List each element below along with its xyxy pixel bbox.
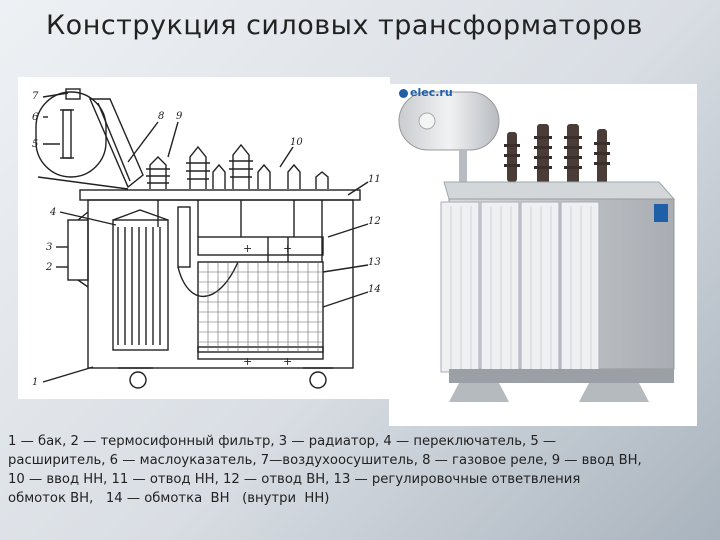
svg-text:+: + bbox=[243, 355, 252, 368]
label-6: 6 bbox=[32, 112, 39, 123]
label-5: 5 bbox=[32, 139, 38, 150]
transformer-photo-svg bbox=[398, 91, 676, 402]
label-14: 14 bbox=[368, 284, 381, 295]
hv-winding-mesh bbox=[197, 261, 324, 353]
legend-caption: 1 — бак, 2 — термосифонный фильтр, 3 — р… bbox=[8, 432, 712, 508]
svg-text:+: + bbox=[283, 242, 292, 255]
caption-line: расширитель, 6 — маслоуказатель, 7—возду… bbox=[8, 453, 642, 468]
photo-radiators bbox=[440, 201, 600, 373]
label-1: 1 bbox=[32, 377, 38, 388]
label-9: 9 bbox=[176, 111, 183, 122]
tank-body bbox=[87, 199, 354, 369]
label-2: 2 bbox=[45, 262, 52, 273]
svg-text:+: + bbox=[283, 355, 292, 368]
caption-line: обмоток ВН, 14 — обмотка ВН (внутри НН) bbox=[8, 491, 330, 506]
schematic-svg: 7 6 5 4 3 2 1 8 9 10 11 12 13 14 + + + + bbox=[32, 88, 381, 389]
caption-line: 10 — ввод НН, 11 — отвод НН, 12 — отвод … bbox=[8, 472, 581, 487]
oil-gauge bbox=[62, 109, 72, 159]
caption-line: 1 — бак, 2 — термосифонный фильтр, 3 — р… bbox=[8, 434, 557, 449]
radiator bbox=[67, 219, 89, 281]
label-8: 8 bbox=[158, 111, 164, 122]
transformer-photo: elec.ru bbox=[389, 84, 697, 426]
transformer-schematic-drawing: 7 6 5 4 3 2 1 8 9 10 11 12 13 14 + + + + bbox=[18, 77, 390, 399]
label-12: 12 bbox=[368, 216, 381, 227]
label-7: 7 bbox=[32, 91, 39, 102]
lv-bushings bbox=[212, 163, 329, 189]
svg-text:+: + bbox=[243, 242, 252, 255]
label-3: 3 bbox=[46, 242, 52, 253]
core-winding bbox=[112, 219, 169, 351]
label-4: 4 bbox=[49, 207, 56, 218]
label-13: 13 bbox=[368, 257, 381, 268]
elec-watermark: elec.ru bbox=[399, 86, 453, 99]
slide-title: Конструкция силовых трансформаторов bbox=[46, 10, 643, 41]
hv-bushings bbox=[146, 143, 253, 189]
photo-bushings bbox=[507, 124, 607, 184]
label-10: 10 bbox=[290, 137, 303, 148]
photo-conservator bbox=[398, 91, 500, 151]
label-11: 11 bbox=[368, 174, 381, 185]
tap-switch bbox=[177, 206, 191, 268]
air-dryer bbox=[65, 88, 81, 100]
